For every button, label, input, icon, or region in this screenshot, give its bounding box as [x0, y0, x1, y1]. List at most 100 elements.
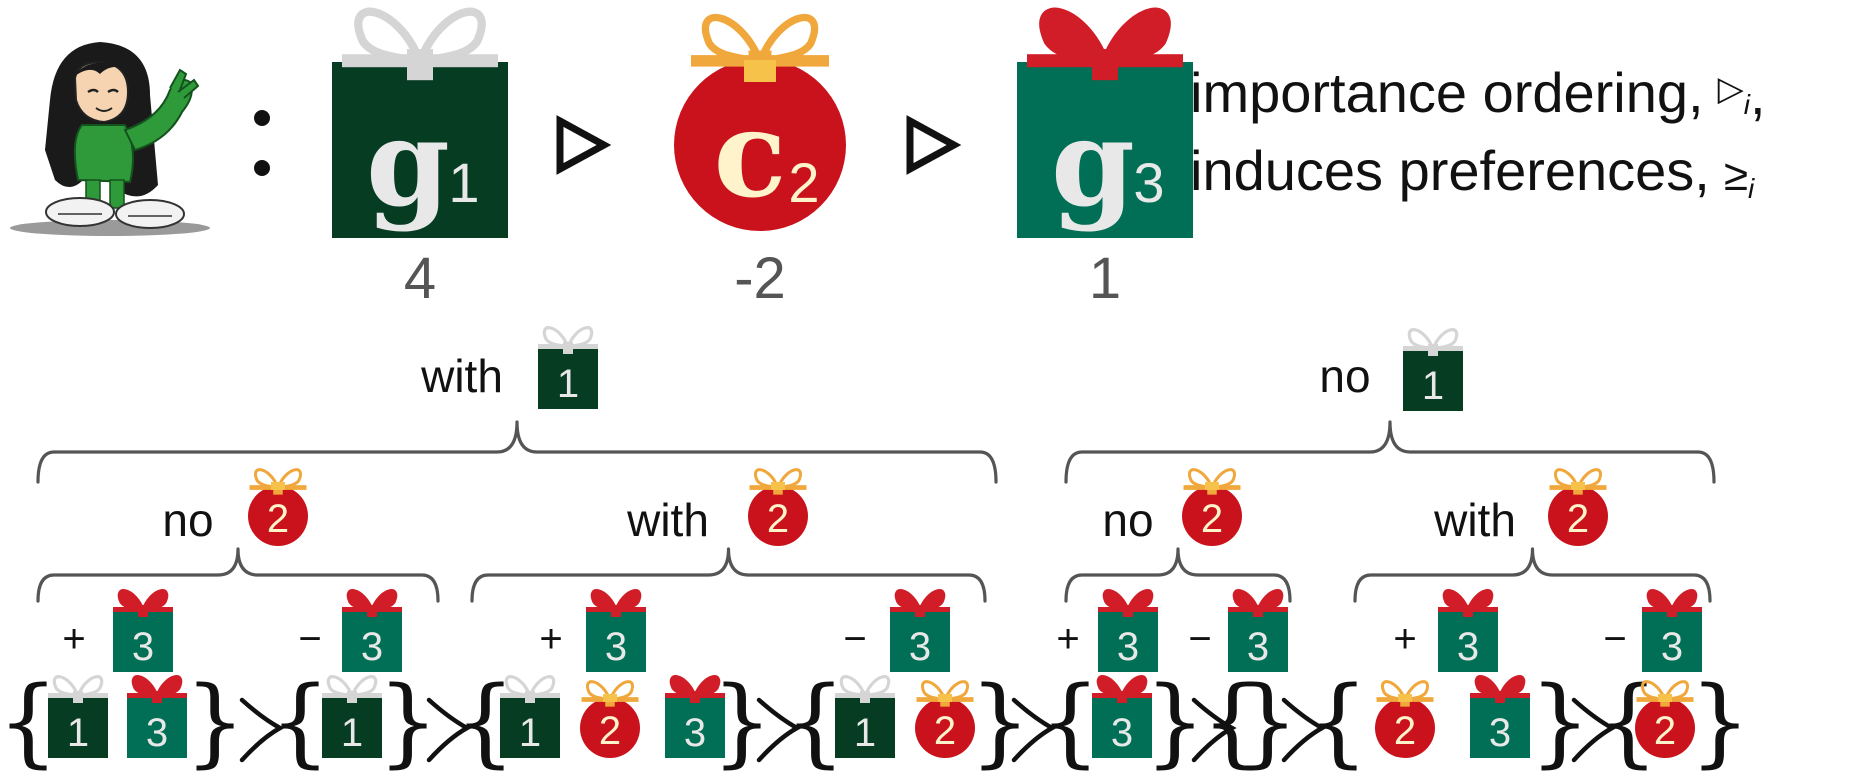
gift-box-icon: 3 [1438, 589, 1498, 672]
gift-box-icon: 1 [1403, 328, 1463, 411]
level3-sign: − [298, 617, 321, 661]
level3-node-2: −3 [298, 589, 402, 672]
level3-node-5: +3 [1056, 589, 1158, 672]
header-item-value: 1 [1089, 246, 1121, 311]
gift-box-icon: 1 [322, 675, 382, 758]
level2-label: with [1433, 494, 1516, 546]
header-item-value: 4 [404, 246, 436, 311]
level3-node-1: +3 [62, 589, 173, 672]
importance-order-symbol [906, 115, 962, 175]
chore-ornament-icon: 2 [748, 468, 808, 546]
gift-box-icon: 3 [342, 589, 402, 672]
succeeds-symbol-icon [756, 697, 802, 763]
level1-brace [1064, 420, 1716, 484]
set-open-brace: { [1201, 666, 1262, 778]
level3-sign: + [62, 617, 85, 661]
gift-box-icon: 1 [835, 675, 895, 758]
item-number: 2 [1201, 497, 1223, 541]
item-number: 3 [1247, 625, 1269, 669]
set-close-brace: } [969, 666, 1030, 778]
chore-ornament-icon: 2 [1182, 468, 1242, 546]
item-number: 3 [1111, 711, 1133, 755]
header-item-3: g31 [1017, 7, 1193, 311]
item-number: 2 [267, 497, 289, 541]
chore-ornament-icon: 2 [1548, 468, 1608, 546]
level3-sign: − [1603, 617, 1626, 661]
chore-ornament-icon: 2 [248, 468, 308, 546]
preferences-line: induces preferences,≥i [1190, 139, 1755, 204]
header-text: importance ordering,▷i, induces preferen… [1190, 61, 1766, 204]
set-close-brace: } [184, 666, 245, 778]
set-open-brace: { [1039, 666, 1100, 778]
gift-box-icon: 1 [500, 675, 560, 758]
gift-box-icon: 1 [538, 326, 598, 409]
gift-box-icon: 3 [127, 675, 187, 758]
item-number: 3 [361, 625, 383, 669]
gift-box-icon: 3 [586, 589, 646, 672]
chore-ornament-icon: 2 [915, 680, 975, 758]
set-close-brace: } [1689, 666, 1750, 778]
chore-ornament-icon: 2 [580, 680, 640, 758]
item-number: 1 [341, 711, 363, 755]
bundle-5: {3} [1039, 666, 1205, 778]
gift-box-icon: 3 [1098, 589, 1158, 672]
header-item-value: -2 [734, 246, 786, 311]
level3-sign: + [1056, 617, 1079, 661]
item-number: 3 [605, 625, 627, 669]
header-item-subscript: 1 [448, 151, 479, 214]
level3-sign: + [1393, 617, 1416, 661]
item-number: 3 [1489, 711, 1511, 755]
level2-label: with [626, 494, 709, 546]
gift-box-icon: 1 [48, 675, 108, 758]
item-number: 2 [1394, 709, 1416, 753]
level1-node-1: with 1 [36, 326, 998, 484]
item-number: 2 [599, 709, 621, 753]
level2-brace [470, 547, 987, 603]
gift-box-icon: 3 [890, 589, 950, 672]
set-close-brace: } [1237, 666, 1298, 778]
level2-brace [1064, 547, 1292, 603]
set-close-brace: } [1529, 666, 1590, 778]
gift-box-icon: 3 [1228, 589, 1288, 672]
level3-node-7: +3 [1393, 589, 1498, 672]
level3-sign: + [539, 617, 562, 661]
set-close-brace: } [1144, 666, 1205, 778]
level1-brace [36, 420, 998, 484]
colon-separator [254, 110, 270, 176]
item-number: 2 [934, 709, 956, 753]
importance-line: importance ordering,▷i, [1190, 61, 1766, 126]
level2-node-2: with 2 [470, 468, 987, 603]
header-item-letter: c [713, 84, 786, 225]
succeeds-symbol-icon [426, 697, 472, 763]
item-number: 3 [1117, 625, 1139, 669]
gift-box-icon: 3 [113, 589, 173, 672]
succeeds-symbol-icon [1571, 697, 1617, 763]
succeeds-symbol-icon [1281, 697, 1327, 763]
header-item-letter: g [366, 93, 450, 234]
chore-ornament-icon: 2 [1375, 680, 1435, 758]
bundle-2: {1} [269, 666, 438, 778]
cartoon-person-icon [10, 42, 210, 236]
set-open-brace: { [269, 666, 330, 778]
level3-node-4: −3 [843, 589, 950, 672]
set-open-brace: { [1307, 666, 1368, 778]
header-item-subscript: 2 [788, 151, 819, 214]
header-item-subscript: 3 [1133, 151, 1164, 214]
level2-node-4: with 2 [1353, 468, 1712, 603]
chore-ornament-icon: 2 [1635, 680, 1695, 758]
bundle-7: {2 3} [1307, 666, 1590, 778]
item-number: 3 [684, 711, 706, 755]
succeeds-symbol-icon [1011, 697, 1057, 763]
succeeds-symbol-icon [1191, 697, 1237, 763]
gift-box-icon: 3 [1092, 675, 1152, 758]
level1-label: with [420, 350, 503, 402]
level2-brace [36, 547, 440, 603]
bundle-8: {2} [1597, 666, 1750, 778]
